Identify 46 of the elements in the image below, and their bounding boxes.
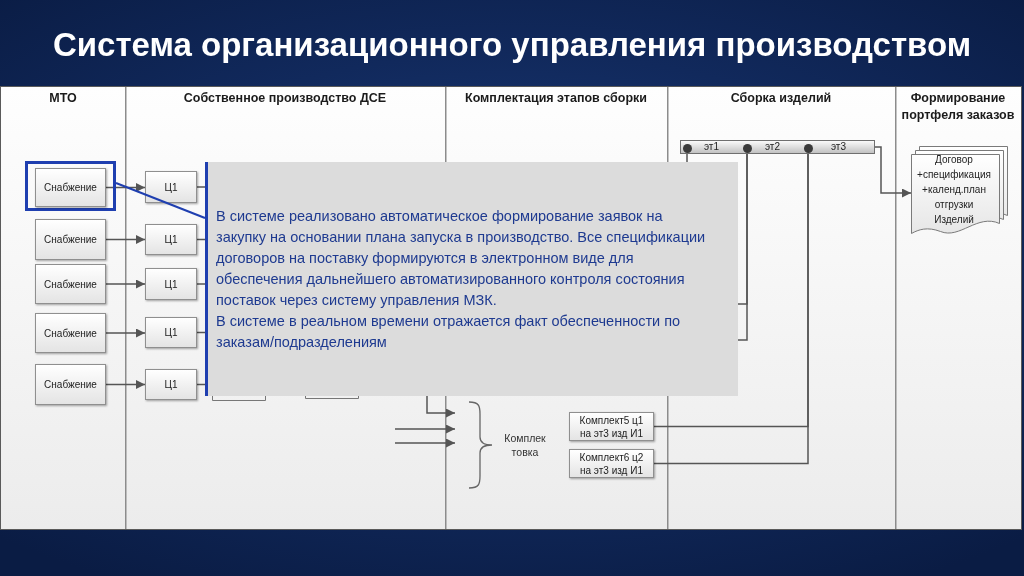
process-box: Снабжение (35, 313, 106, 353)
process-box: Снабжение (35, 264, 106, 304)
arrow (394, 424, 456, 434)
arrow (394, 438, 456, 448)
connector-line (196, 186, 206, 188)
process-box: Снабжение (35, 168, 106, 207)
arrow (105, 380, 146, 389)
process-box: Снабжение (35, 219, 106, 260)
stage-label: эт3 (831, 141, 846, 153)
lane-heading: Сборка изделий (730, 90, 832, 107)
stage-segment (803, 140, 875, 154)
stage-label: эт1 (704, 141, 719, 153)
arrow (105, 235, 146, 244)
arrow (105, 328, 146, 338)
stage-label: эт2 (765, 141, 780, 153)
arrow (105, 183, 146, 192)
callout-text: В системе реализовано автоматическое формирование заявок на закупку на основании плана запуска в производство. Все спецификации договоров на поставку формируются в электронном виде для обеспечения дальнейшего автоматизированного контроля состояния поставок через систему управления МЗК. (216, 207, 707, 310)
lane-heading: Комплектация этапов сборки (465, 90, 647, 107)
process-box: Комплект6 ц2 на эт3 изд И1 (569, 449, 654, 478)
arrow (874, 146, 912, 198)
slide-title: Система организационного управления производством (52, 25, 972, 65)
connector-line (196, 238, 206, 241)
highlight-frame (25, 161, 116, 211)
leader-line (115, 182, 206, 219)
connector-line (196, 331, 206, 334)
process-box: Ц1 (145, 224, 197, 255)
callout-text: В системе в реальном времени отражается факт обеспеченности по заказам/подразделениям (216, 312, 682, 352)
lane-heading: Формирование портфеля заказов (899, 90, 1017, 124)
connector-line (686, 153, 688, 163)
connector-line (196, 283, 206, 285)
process-box: Ц1 (145, 268, 197, 300)
process-box: Ц1 (145, 171, 197, 203)
stage-segment (680, 140, 742, 154)
process-box: Ц1 (145, 369, 197, 400)
stage-segment (742, 140, 803, 154)
process-box: Комплект5 ц1 на эт3 изд И1 (569, 412, 654, 441)
lane-heading: Собственное производство ДСЕ (183, 90, 387, 107)
process-box: Ц1 (145, 317, 197, 348)
process-box: Снабжение (35, 364, 106, 405)
arrow (426, 395, 456, 418)
arrow (105, 279, 146, 289)
connector-line (196, 383, 206, 386)
lane-heading: МТО (49, 90, 77, 107)
callout-box (205, 162, 738, 396)
connector-line (737, 153, 748, 341)
bracketed-label: Комплек товка (455, 400, 555, 490)
